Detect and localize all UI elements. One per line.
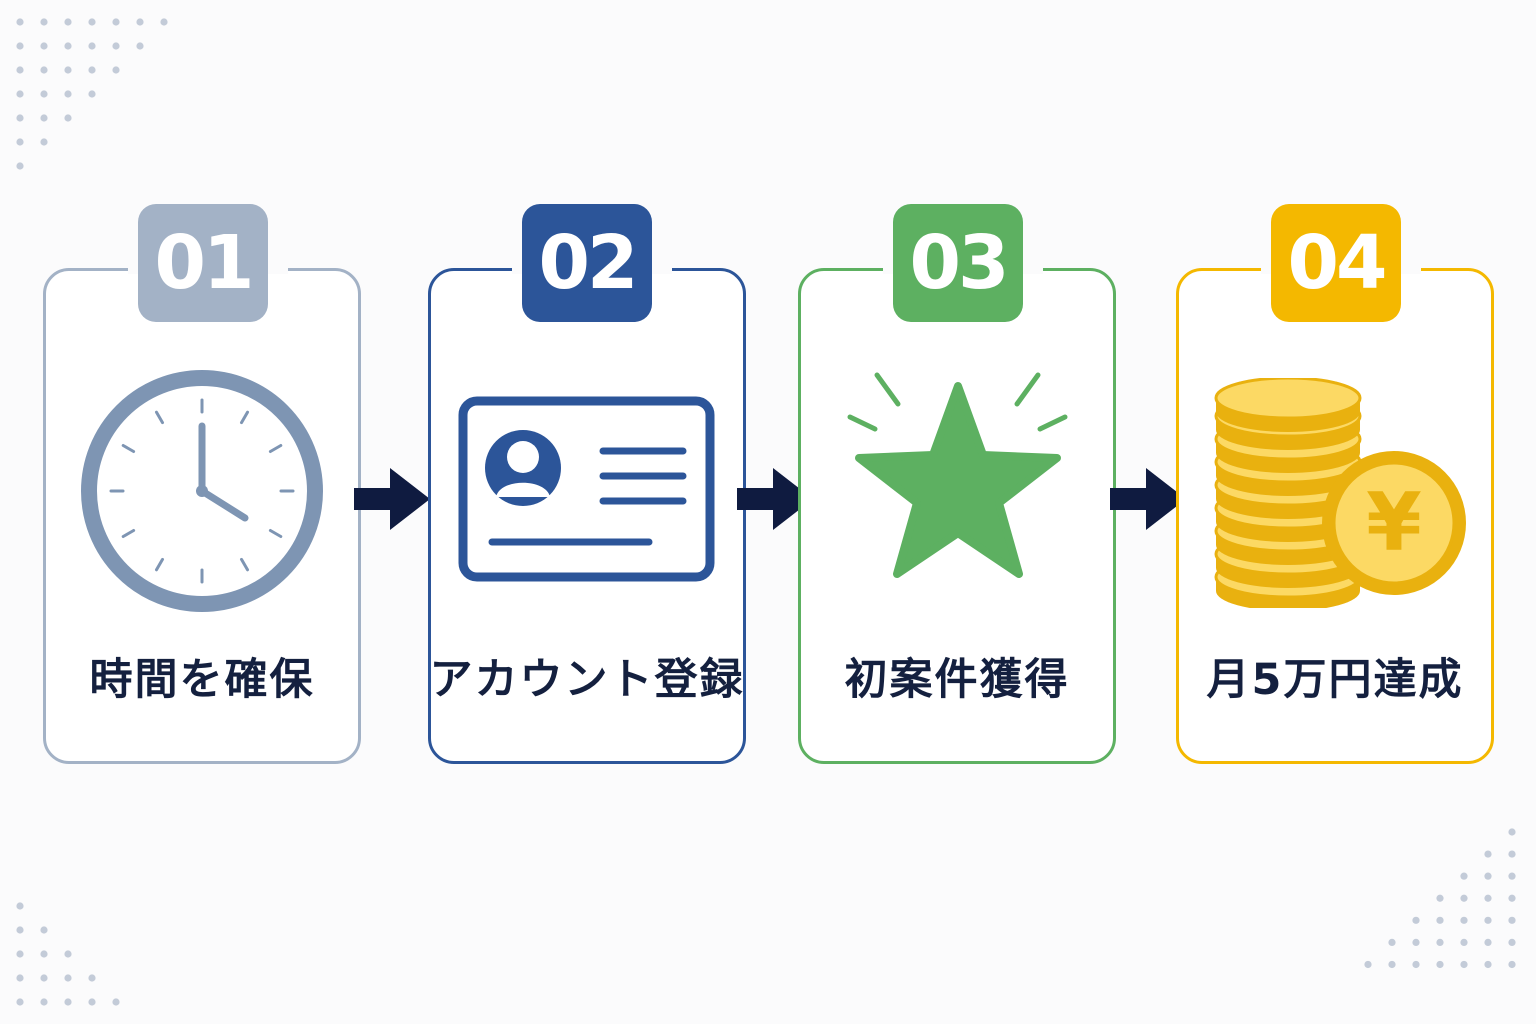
decor-dot	[88, 18, 96, 26]
decor-dot	[40, 138, 48, 146]
step-label-04: 月5万円達成	[1206, 655, 1464, 705]
decor-dot	[16, 950, 24, 958]
decor-dot	[16, 974, 24, 982]
decor-dot	[1388, 960, 1396, 969]
decor-dot	[88, 90, 96, 98]
decor-dot	[1364, 960, 1372, 969]
step-badge-01: 01	[138, 204, 268, 322]
decor-dot	[16, 114, 24, 122]
clock-icon	[81, 370, 323, 612]
decor-dot	[1484, 938, 1492, 947]
decor-dot	[1484, 872, 1492, 880]
decor-dot	[64, 42, 72, 50]
decor-dot	[64, 66, 72, 74]
decor-dot	[1460, 938, 1468, 947]
decor-dot	[16, 90, 24, 98]
decor-dot	[1484, 894, 1492, 902]
decor-dot	[112, 998, 120, 1006]
decor-dot	[40, 998, 48, 1006]
decor-dot	[136, 42, 144, 50]
decor-dot	[1460, 894, 1468, 902]
decor-dot	[1412, 938, 1420, 947]
decor-dot	[136, 18, 144, 26]
decor-dot	[88, 66, 96, 74]
decor-dot	[1508, 872, 1516, 880]
decor-dot	[88, 42, 96, 50]
decor-dot	[1460, 916, 1468, 924]
decor-dot	[40, 90, 48, 98]
yen-symbol: ¥	[1366, 476, 1422, 569]
decor-dot	[64, 998, 72, 1006]
decor-dot	[40, 42, 48, 50]
decor-dot	[112, 42, 120, 50]
decor-dot	[64, 18, 72, 26]
decor-dot	[64, 950, 72, 958]
coin-face	[1214, 378, 1362, 420]
decor-dot	[1484, 960, 1492, 969]
decor-dot	[1508, 894, 1516, 902]
step-badge-02: 02	[522, 204, 652, 322]
decor-dot	[64, 114, 72, 122]
decor-dot	[1484, 850, 1492, 858]
decor-dot	[1460, 960, 1468, 969]
decor-dot	[64, 90, 72, 98]
decor-dot	[1460, 872, 1468, 880]
decor-dot	[1508, 828, 1516, 836]
decor-dot	[64, 974, 72, 982]
decor-dot	[1508, 938, 1516, 947]
decor-dot	[112, 18, 120, 26]
arrow-right-icon	[354, 468, 430, 530]
profile-card-icon	[458, 396, 715, 582]
step-badge-04: 04	[1271, 204, 1401, 322]
decor-dot	[1436, 916, 1444, 924]
step-label-03: 初案件獲得	[844, 655, 1070, 705]
decor-dot	[16, 162, 24, 170]
star-icon	[847, 372, 1068, 578]
decor-dot	[1508, 960, 1516, 969]
decor-dot	[16, 138, 24, 146]
step-badge-03: 03	[893, 204, 1023, 322]
arrow-right-icon	[737, 468, 813, 530]
decor-dot	[1436, 894, 1444, 902]
decor-dot	[1436, 960, 1444, 969]
decor-dot	[1388, 938, 1396, 947]
decor-dot	[40, 926, 48, 934]
decor-dot	[40, 18, 48, 26]
decor-dot	[16, 926, 24, 934]
decor-dot	[40, 66, 48, 74]
decor-dot	[1508, 916, 1516, 924]
arrow-right-icon	[1110, 468, 1186, 530]
yen-coins-icon: ¥	[1214, 378, 1466, 608]
decor-dot	[16, 66, 24, 74]
decor-dot	[16, 902, 24, 910]
decor-dot	[1412, 916, 1420, 924]
step-label-01: 時間を確保	[89, 655, 315, 705]
decor-dot	[88, 998, 96, 1006]
decor-dot	[1484, 916, 1492, 924]
decor-dot	[1508, 850, 1516, 858]
decor-dot	[160, 18, 168, 26]
decor-dot	[1436, 938, 1444, 947]
decor-dot	[88, 974, 96, 982]
decor-dot	[16, 18, 24, 26]
decor-dot	[40, 114, 48, 122]
decor-dot	[16, 998, 24, 1006]
decor-dot	[112, 66, 120, 74]
decor-dot	[40, 950, 48, 958]
decor-dot	[40, 974, 48, 982]
decor-dot	[1412, 960, 1420, 969]
decor-dot	[16, 42, 24, 50]
step-label-02: アカウント登録	[429, 655, 745, 705]
